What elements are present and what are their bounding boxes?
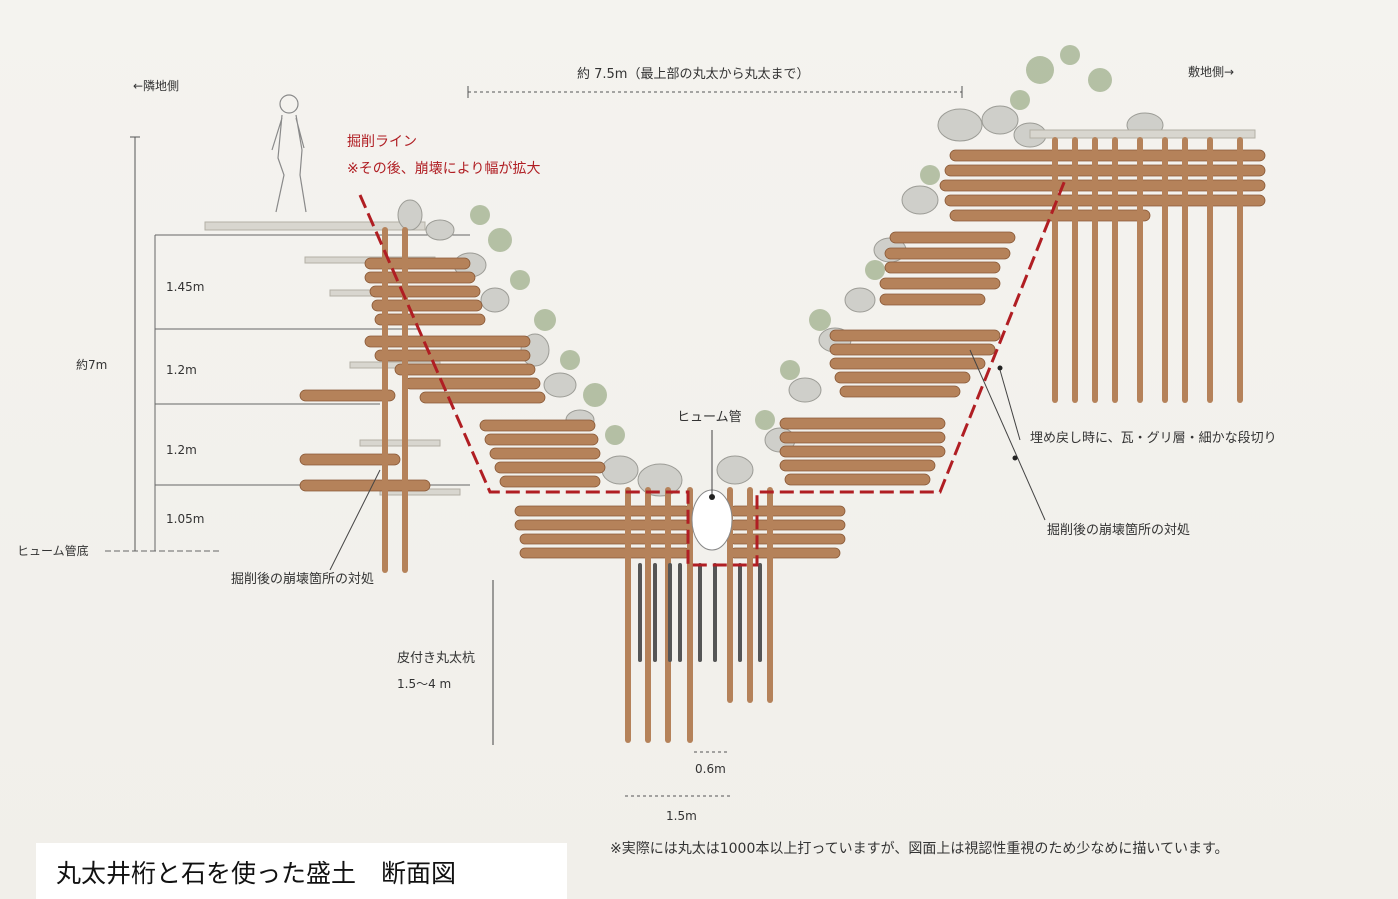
hume-pipe-shape <box>691 430 733 551</box>
log <box>834 371 971 384</box>
total-height-label: 約7m <box>76 358 108 372</box>
log <box>884 261 1001 274</box>
neighbor-side-label: ←隣地側 <box>133 79 180 93</box>
log <box>364 271 476 284</box>
left-plants <box>470 205 625 445</box>
log <box>829 343 996 356</box>
log <box>419 391 546 404</box>
log <box>939 179 1266 192</box>
log <box>369 285 481 298</box>
excavation-line <box>358 179 1067 567</box>
log <box>494 461 606 474</box>
log <box>514 505 691 517</box>
site-side-label: 敷地側→ <box>1188 65 1235 79</box>
person-figure <box>271 94 307 213</box>
footnote: ※実際には丸太は1000本以上打っていますが、図面上は視認性重視のため少なめに描… <box>610 841 1229 857</box>
stakes <box>382 137 1243 743</box>
width-06-label: 0.6m <box>695 762 726 776</box>
log <box>519 533 691 545</box>
log <box>394 363 536 376</box>
log <box>784 473 931 486</box>
log <box>944 164 1266 177</box>
log <box>374 313 486 326</box>
log <box>949 209 1151 222</box>
log <box>829 329 1001 342</box>
height-label-1: 1.45m <box>166 280 205 294</box>
collapse-left-label: 掘削後の崩壊箇所の対処 <box>231 572 375 587</box>
height-label-2: 1.2m <box>166 363 197 377</box>
left-logs <box>299 257 606 492</box>
log <box>519 547 691 559</box>
log <box>949 149 1266 162</box>
log <box>364 257 471 270</box>
log <box>299 479 431 492</box>
top-width-label: 約 7.5m（最上部の丸太から丸太まで） <box>577 67 810 82</box>
log <box>889 231 1016 244</box>
pipe-bottom-label: ヒューム管底 <box>17 544 89 558</box>
log <box>489 447 601 460</box>
log <box>484 433 599 446</box>
log <box>944 194 1266 207</box>
log <box>299 453 401 466</box>
log <box>839 385 961 398</box>
log <box>879 277 1001 290</box>
excavation-note-label: ※その後、崩壊により幅が拡大 <box>347 161 541 177</box>
collapse-right-label: 掘削後の崩壊箇所の対処 <box>1047 523 1191 538</box>
log <box>404 377 541 390</box>
log <box>779 459 936 472</box>
log <box>299 389 396 402</box>
diagram-title: 丸太井桁と石を使った盛土 断面図 <box>56 859 457 888</box>
log <box>779 417 946 430</box>
left-stones <box>397 199 754 497</box>
log <box>779 445 946 458</box>
hume-pipe-label: ヒューム管 <box>677 410 742 425</box>
leader-lines <box>329 349 1046 745</box>
log <box>729 547 841 559</box>
backfill-label: 埋め戻し時に、瓦・グリ層・細かな段切り <box>1030 431 1277 446</box>
log <box>779 431 946 444</box>
right-deck <box>1029 129 1256 139</box>
height-label-4: 1.05m <box>166 512 205 526</box>
log <box>884 247 1011 260</box>
excavation-line-label: 掘削ライン <box>347 134 417 150</box>
log <box>479 419 596 432</box>
log <box>879 293 986 306</box>
stake-length-label: 1.5～4 m <box>397 677 452 691</box>
log <box>829 357 986 370</box>
log <box>364 335 531 348</box>
log <box>499 475 601 488</box>
log <box>374 349 531 362</box>
right-plants <box>755 45 1112 430</box>
title-box: 丸太井桁と石を使った盛土 断面図 <box>36 843 567 899</box>
height-label-3: 1.2m <box>166 443 197 457</box>
stake-name-label: 皮付き丸太杭 <box>397 651 476 666</box>
log <box>514 519 691 531</box>
log <box>371 299 483 312</box>
width-15-label: 1.5m <box>666 809 697 823</box>
